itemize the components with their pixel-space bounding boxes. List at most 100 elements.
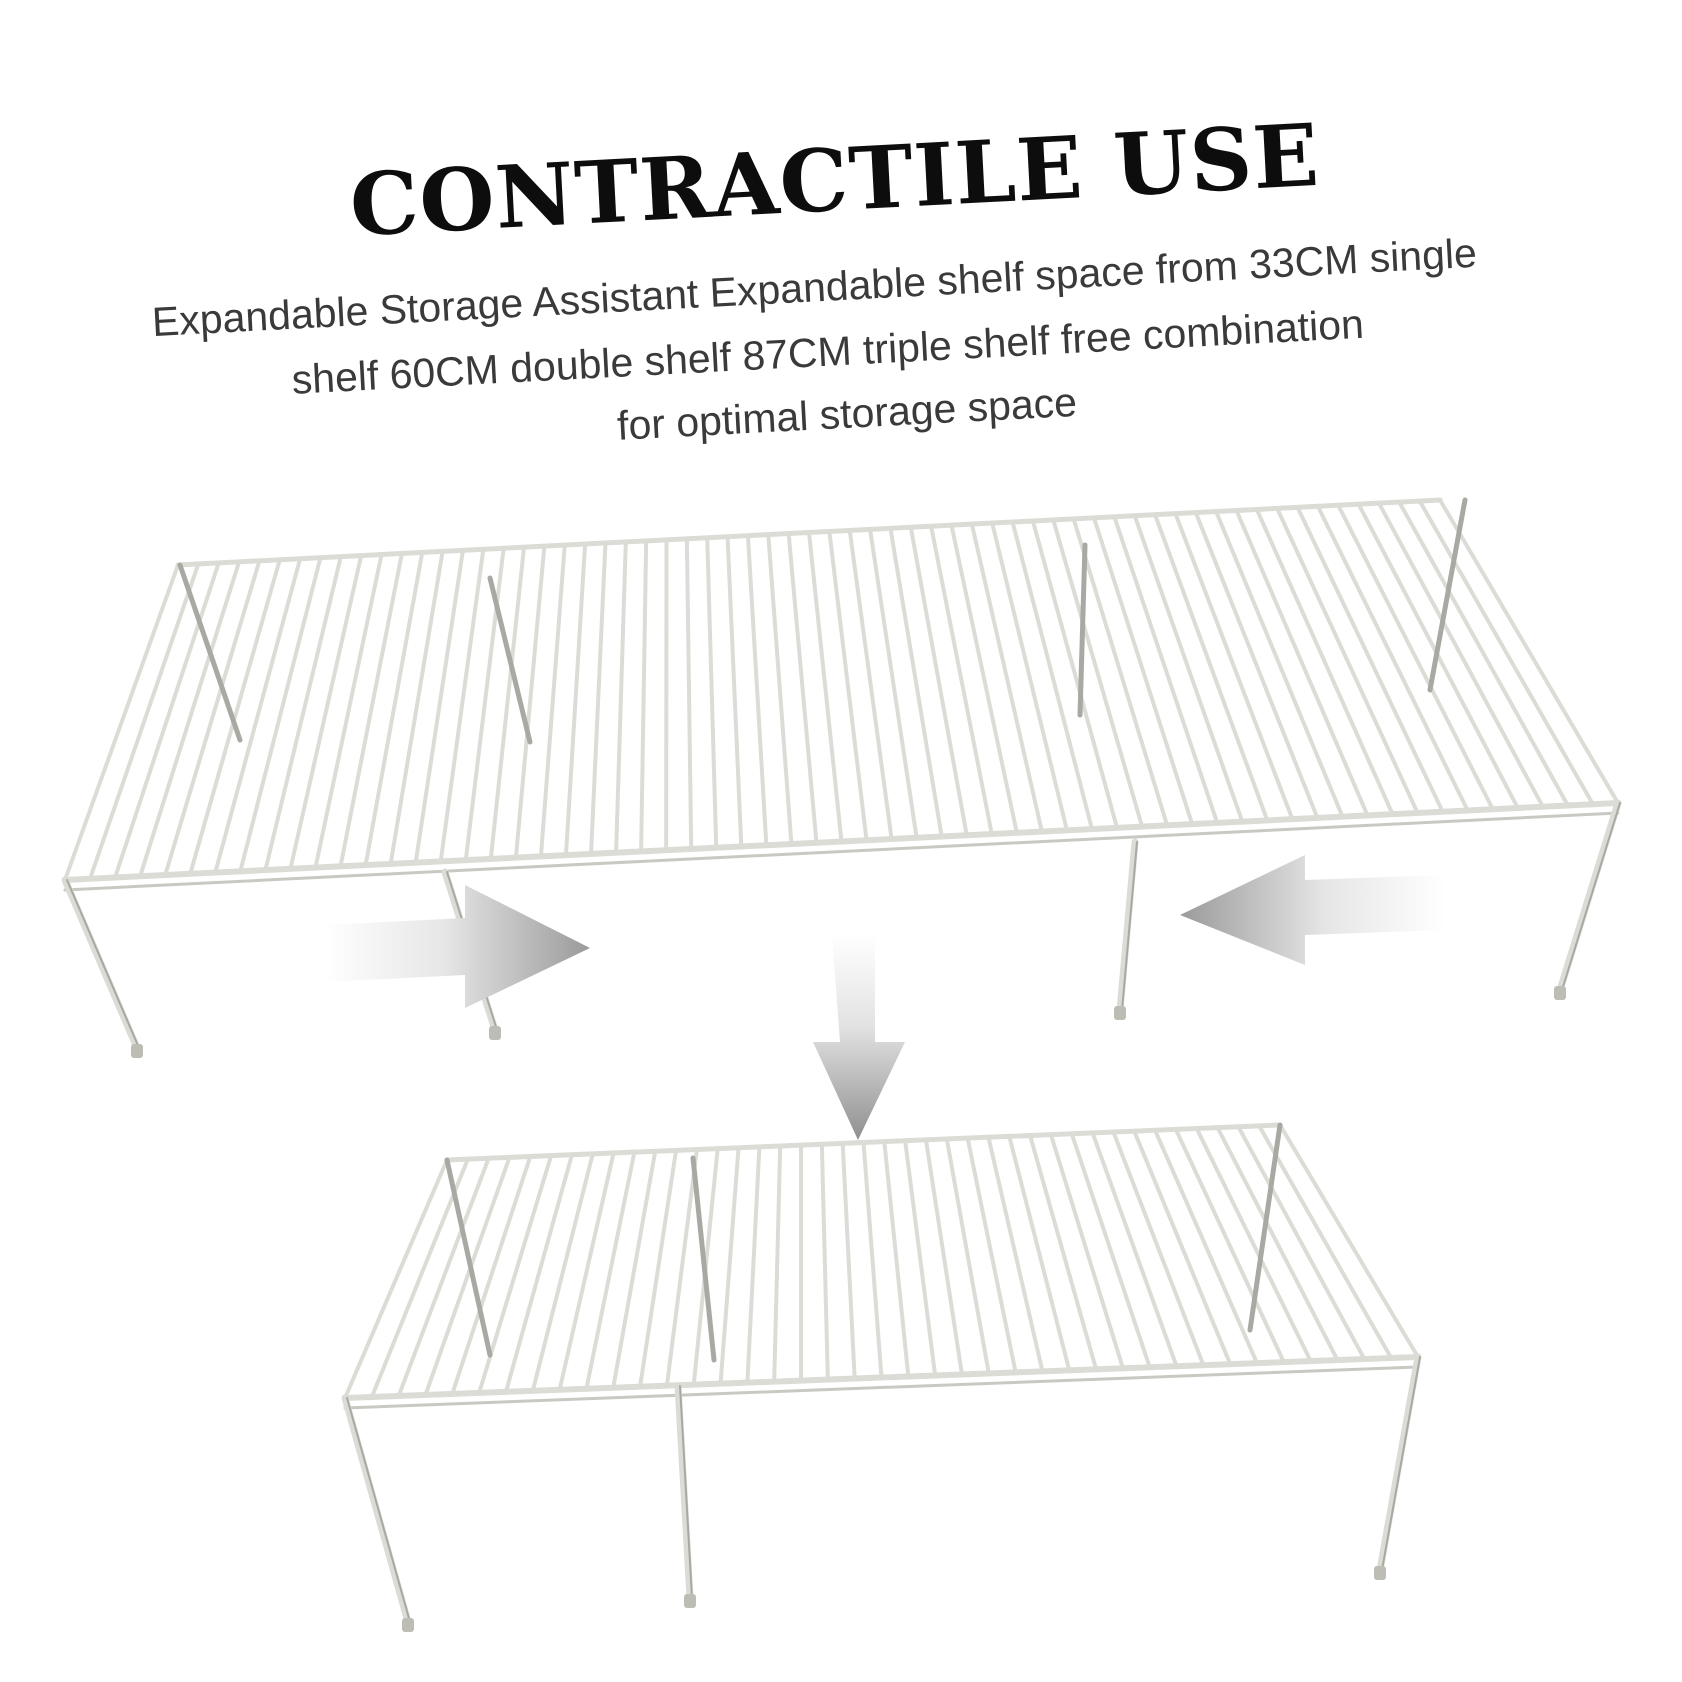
shelf-wire	[1090, 1130, 1179, 1369]
shelf-wire	[557, 1151, 616, 1392]
shelf-leg	[341, 1394, 412, 1626]
shelf-wire	[944, 1137, 991, 1376]
shelf-wire	[563, 542, 588, 858]
shelf-wire	[725, 534, 744, 849]
shelf-wire	[1214, 509, 1345, 819]
shelf-wire	[772, 1144, 783, 1384]
shelf-wire	[1153, 512, 1270, 823]
front-rail	[62, 800, 1621, 883]
push-right-arrow	[325, 885, 590, 1008]
shelf-wire	[745, 1144, 762, 1385]
shelf-wire	[88, 561, 201, 881]
shelf-wire	[1336, 503, 1495, 812]
inner-support	[1247, 1122, 1283, 1333]
shelf-wire	[1254, 507, 1395, 817]
shelf-wire	[745, 533, 769, 848]
leg-foot	[489, 1026, 501, 1040]
shelf-wire	[288, 553, 364, 871]
shelf-wire	[450, 1154, 533, 1396]
shelf-wire	[1010, 520, 1094, 832]
shelf-wire	[1153, 1128, 1260, 1366]
shelf-wire	[584, 1150, 637, 1391]
shelf-leg	[1116, 838, 1139, 1014]
shelf-wire	[929, 524, 994, 837]
shelf-wire	[343, 1158, 449, 1400]
shelf-wire	[990, 521, 1069, 833]
expanded-shelf-rack	[61, 497, 1622, 1058]
shelf-wire	[503, 1152, 574, 1394]
shelf-wire	[903, 1138, 938, 1378]
shelf-wire	[1234, 508, 1370, 818]
shelf-wire	[530, 1151, 595, 1393]
shelf-wire	[949, 523, 1019, 835]
shelf-wire	[965, 1136, 1018, 1375]
shelf-wire	[369, 1157, 470, 1399]
shelf-leg-edge	[346, 1397, 411, 1623]
shelf-wire	[463, 546, 506, 863]
shelf-wire	[786, 531, 819, 845]
shelf-wire	[338, 551, 404, 869]
shelf-wire	[1278, 1123, 1420, 1359]
shelf-wire	[63, 563, 180, 882]
shelf-wire	[413, 548, 465, 865]
shelf-leg	[61, 876, 141, 1052]
shelf-wire	[986, 1135, 1045, 1374]
shelf-leg	[1376, 1353, 1422, 1574]
shelf-wire	[638, 1148, 679, 1389]
shelf-wire	[1417, 499, 1595, 807]
shelf-wire	[313, 552, 384, 870]
leg-foot	[684, 1594, 696, 1608]
shelf-wire	[807, 530, 844, 844]
inner-support	[1077, 542, 1088, 718]
shelf-wire	[1069, 1131, 1152, 1370]
inner-support	[444, 1157, 493, 1358]
shelf-wire	[908, 525, 969, 838]
shelf-wire	[396, 1156, 491, 1398]
description-line-3: for optimal storage space	[616, 379, 1078, 449]
shelf-wire	[718, 1145, 741, 1386]
shelf-wire	[1215, 1125, 1340, 1363]
shelf-wire	[1112, 514, 1220, 825]
shelf-wire	[614, 539, 628, 855]
shelf-wire	[766, 532, 794, 846]
shelf-wire	[1275, 506, 1420, 815]
shelf-leg-edge	[1121, 841, 1138, 1011]
inner-support	[1427, 497, 1468, 693]
shelf-wire	[1193, 510, 1320, 820]
shelf-leg	[674, 1382, 694, 1602]
front-rail-lower	[63, 811, 1620, 892]
inner-support	[177, 562, 243, 743]
front-rail-lower	[343, 1365, 1420, 1410]
shelf-wire	[1173, 511, 1295, 822]
shelf-wire	[163, 558, 262, 878]
shelf-wire	[1048, 1132, 1125, 1371]
down-arrow	[813, 935, 905, 1140]
inner-support	[690, 1155, 717, 1363]
shelf-wire	[684, 536, 694, 851]
shelf-wire	[868, 527, 919, 840]
shelf-wire	[213, 556, 303, 875]
shelf-wire	[1376, 501, 1545, 809]
shelf-wire	[840, 1141, 857, 1381]
shelf-wire	[705, 535, 719, 850]
shelf-leg-edge	[1381, 1356, 1421, 1571]
shelf-wire	[1111, 1130, 1206, 1368]
leg-foot	[402, 1618, 414, 1632]
shelf-leg-edge	[1561, 802, 1621, 991]
shelf-wire	[1091, 515, 1195, 827]
shelf-wire	[538, 543, 567, 859]
shelf-wire	[1132, 513, 1245, 824]
leg-foot	[1374, 1566, 1386, 1580]
back-rail	[175, 497, 1443, 568]
shelf-wire	[888, 526, 944, 839]
shelf-wire	[819, 1142, 830, 1382]
inner-support	[487, 575, 533, 745]
shelf-wire	[513, 544, 547, 860]
shelf-wire	[363, 550, 425, 868]
shelf-wire	[238, 555, 323, 874]
leg-foot	[1554, 986, 1566, 1000]
shelf-wire	[1051, 517, 1145, 829]
shelf-wire	[438, 547, 486, 864]
shelf-wire	[664, 1147, 699, 1388]
